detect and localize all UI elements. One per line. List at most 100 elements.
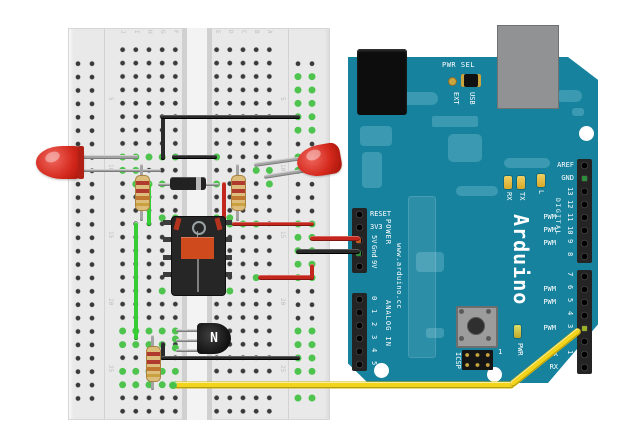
digital-header-top[interactable] (577, 159, 592, 263)
resistor3-lead (150, 379, 154, 390)
pwm-label: PWM (543, 226, 556, 234)
wire-yellow-horizontal[interactable] (172, 382, 514, 388)
silkscreen (426, 328, 444, 338)
pin-label-9: 9 (566, 239, 574, 244)
gnd-label: Gnd (370, 245, 378, 258)
tx-led-label: TX (518, 192, 526, 201)
pin-label-1: 1 (566, 350, 574, 355)
led-left-flange (78, 146, 84, 179)
analog-in-label: ANALOG IN (384, 300, 392, 347)
icsp-header[interactable] (462, 350, 493, 370)
analog-header[interactable] (352, 293, 367, 371)
wire-red-bent-horizontal[interactable] (258, 275, 314, 280)
pin-label-11: 11 (566, 213, 574, 222)
icsp-label: ICSP (454, 352, 462, 369)
ic-pin (163, 254, 171, 260)
arduino-brand: Arduino (509, 214, 533, 306)
wire-green-long[interactable] (133, 222, 139, 340)
l-led-label: L (537, 190, 545, 195)
wire-yellow-endcap (169, 380, 177, 389)
bb-col-letter: E (214, 30, 221, 34)
reset-label: RESET (370, 210, 392, 218)
relay-coil-glyph (192, 221, 206, 235)
wire-black-bottom-vertical[interactable] (160, 342, 166, 359)
resistor2-lead (235, 208, 239, 221)
wire-red-vertical[interactable] (221, 182, 227, 226)
pin-label-8: 8 (566, 252, 574, 257)
bb-row-number: 15 (279, 231, 286, 239)
transistor-marking: N (210, 331, 218, 346)
digital-header-bottom[interactable] (577, 270, 592, 374)
bb-col-letter: H (146, 30, 153, 34)
pwr-sel-ext-pad[interactable] (448, 77, 457, 86)
pin-label-10: 10 (566, 226, 574, 235)
ic-pin (224, 219, 232, 225)
bb-row-number: 5 (279, 97, 286, 101)
analog-pin-1: 1 (370, 309, 378, 314)
diode-lead-left (158, 182, 172, 186)
relay-coil-body (181, 237, 214, 259)
silkscreen (572, 108, 584, 116)
5v-label: 5V (370, 235, 378, 244)
wire-black-to-right-rail-top[interactable] (161, 114, 300, 119)
transistor[interactable]: N (197, 323, 231, 354)
wire-red-bent-vertical[interactable] (309, 264, 315, 280)
reset-button-cap[interactable] (467, 317, 485, 335)
pin-label-3: 3 (566, 324, 574, 329)
5v-pin-highlight (356, 238, 361, 243)
analog-pin-0: 0 (370, 296, 378, 301)
l-led (537, 174, 545, 187)
silkscreen (456, 186, 498, 196)
silkscreen (400, 92, 438, 105)
reset-button-screw (486, 309, 491, 314)
arduino-website: www.arduino.cc (395, 243, 403, 310)
mounting-hole (487, 367, 502, 382)
pin-label-13: 13 (566, 187, 574, 196)
wire-red-to-right-rail[interactable] (232, 221, 314, 227)
pwr-led (514, 325, 521, 338)
transistor-lead-1 (176, 328, 198, 332)
bb-col-letter: J (119, 30, 126, 34)
pwm-label: PWM (543, 285, 556, 293)
mounting-hole (374, 363, 389, 378)
breadboard-left-power-rail[interactable] (71, 57, 99, 405)
wire-red-5v[interactable] (310, 235, 360, 241)
pin-label-0: 0 (566, 363, 574, 368)
silkscreen (448, 134, 482, 162)
pwr-led-label: PWR (516, 343, 524, 356)
silkscreen (504, 158, 550, 168)
serial-tx-label: TX (549, 350, 558, 358)
9v-label: 9V (370, 260, 378, 269)
wire-black-vertical-top[interactable] (160, 114, 166, 160)
bb-row-number: 5 (107, 97, 114, 101)
aref-label: AREF (557, 161, 574, 169)
pwr-sel-label: PWR SEL (442, 61, 476, 69)
analog-pin-4: 4 (370, 348, 378, 353)
led-left[interactable] (36, 146, 84, 179)
bb-col-letter: I (133, 30, 140, 34)
wire-black-bottom-to-rail[interactable] (161, 355, 300, 361)
bb-col-letter: G (159, 30, 166, 34)
pwr-sel-usb-label: USB (468, 92, 476, 105)
breadboard-connection-highlights (0, 0, 7, 7)
pwr-sel-jumper[interactable] (461, 74, 481, 87)
wire-black-jumper[interactable] (172, 154, 217, 160)
resistor-left[interactable] (134, 175, 150, 211)
bb-row-number: 10 (279, 164, 286, 172)
bb-col-letter: A (266, 30, 273, 34)
ic-pin (163, 272, 171, 277)
resistor1-lead (139, 208, 143, 221)
diode-cathode-band (196, 177, 201, 190)
pwm-label: PWM (543, 298, 556, 306)
pwm-label: PWM (543, 324, 556, 332)
wire-black-gnd[interactable] (296, 248, 360, 254)
ic-pin (224, 237, 232, 242)
resistor-right[interactable] (230, 175, 246, 211)
resistor1-lead (139, 164, 143, 177)
relay-switch-line (197, 259, 199, 292)
gnd-power-pin-highlight (356, 251, 361, 256)
mounting-hole (579, 126, 594, 141)
3v3-label: 3V3 (370, 223, 383, 231)
resistor-bottom[interactable] (146, 346, 161, 382)
breadboard-right-power-rail[interactable] (291, 57, 319, 405)
